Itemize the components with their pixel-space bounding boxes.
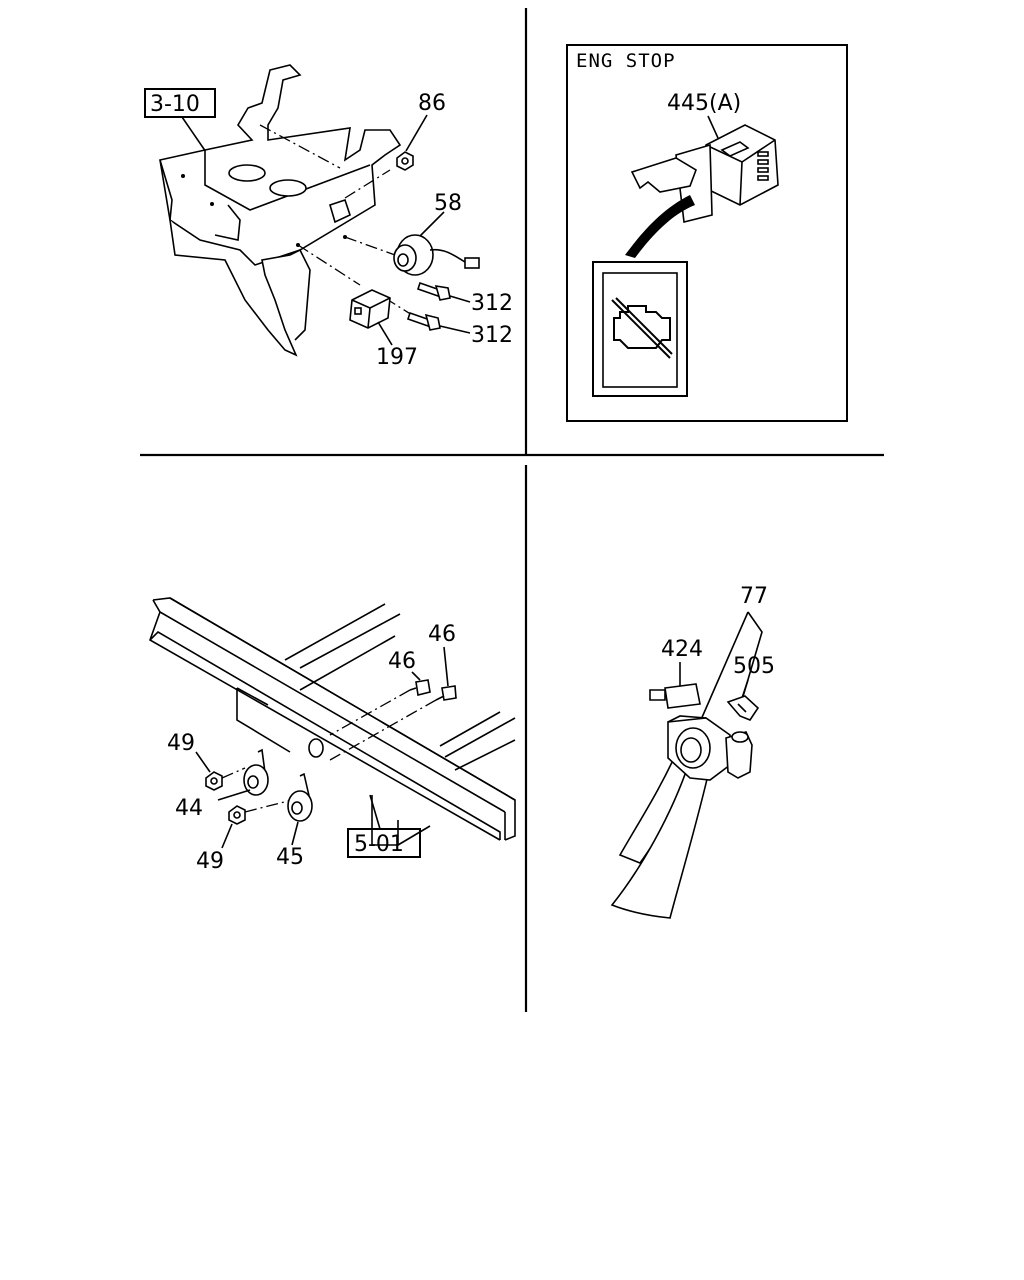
callout-49-a: 49 [167,731,195,756]
callout-44: 44 [175,796,203,821]
panel-top-right: ENG STOP 445(A) [566,44,848,422]
eng-stop-frame [566,44,848,422]
panel-top-left: 3-10 86 [144,64,513,370]
mounting-bracket [159,64,402,357]
relay-197 [349,289,391,329]
callout-45: 45 [276,845,304,870]
bolt-312-lower [406,311,441,331]
inset-inner [602,272,678,388]
callout-424: 424 [661,637,703,662]
air-horn-77 [610,715,753,919]
frame-rail [149,597,516,841]
callout-312-upper: 312 [471,291,513,316]
ref-label-3-10: 3-10 [150,92,200,117]
eng-stop-switch [630,124,779,223]
panel-bottom-left: 5-01 46 46 49 44 [149,597,516,874]
horn-bracket-44 [243,748,269,796]
callout-77: 77 [740,584,768,609]
callout-505: 505 [733,654,775,679]
inset-frame [592,261,688,397]
callout-46-b: 46 [428,622,456,647]
nut-49-b [228,805,246,825]
bolt-312-upper [416,281,451,301]
ref-leader [181,116,207,153]
pointer-wedge [625,195,695,258]
eng-stop-header: ENG STOP [576,50,676,72]
callout-445a: 445(A) [667,91,741,116]
fitting-505 [726,695,760,721]
bolt-46-b [435,685,457,701]
callout-58: 58 [434,191,462,216]
callout-86: 86 [418,91,446,116]
horn-58 [393,234,480,276]
ref-box-3-10 [144,88,216,118]
callout-312-lower: 312 [471,323,513,348]
ref-label-5-01: 5-01 [354,832,404,857]
fitting-424 [649,683,701,709]
callout-49-b: 49 [196,849,224,874]
horn-bracket-45 [287,772,313,822]
bolt-46-a [409,679,431,696]
nut-86 [396,151,414,171]
callout-197: 197 [376,345,418,370]
nut-49-a [205,771,223,791]
engine-stop-icon [611,297,673,359]
cross-member [236,603,516,846]
panel-bottom-right: 77 424 505 [610,584,775,919]
callout-46-a: 46 [388,649,416,674]
ref-box-5-01 [347,828,421,858]
